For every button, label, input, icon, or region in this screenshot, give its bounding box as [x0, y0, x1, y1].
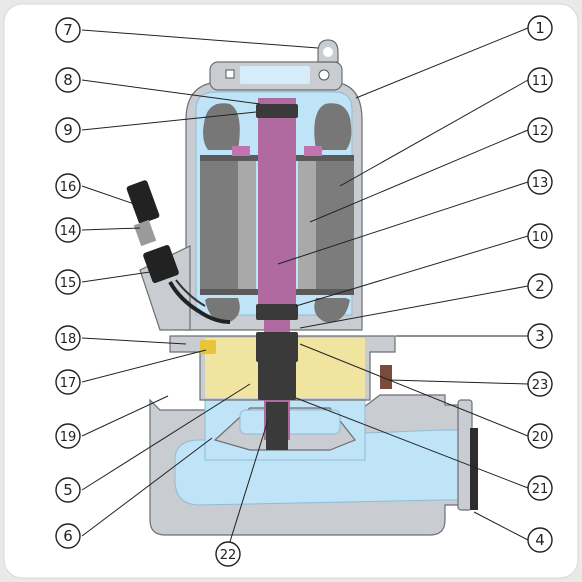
callout-15: 15 [55, 269, 81, 295]
callout-label-23: 23 [532, 378, 549, 393]
callout-6: 6 [55, 523, 81, 549]
callout-13: 13 [527, 169, 553, 195]
leader-4 [473, 511, 529, 541]
callout-3: 3 [527, 323, 553, 349]
leader-13 [277, 181, 529, 265]
leader-8 [81, 79, 261, 105]
callout-label-5: 5 [63, 481, 73, 499]
callout-19: 19 [55, 423, 81, 449]
leader-23 [389, 379, 529, 385]
callout-label-2: 2 [535, 277, 545, 295]
leader-12 [309, 129, 529, 223]
callout-11: 11 [527, 67, 553, 93]
callout-7: 7 [55, 17, 81, 43]
leader-17 [81, 349, 207, 383]
callout-label-10: 10 [532, 230, 549, 245]
callout-2: 2 [527, 273, 553, 299]
callout-label-13: 13 [532, 176, 549, 191]
stator [200, 103, 354, 323]
leader-9 [81, 111, 257, 131]
leader-10 [295, 235, 529, 307]
callout-label-14: 14 [60, 224, 77, 239]
callout-21: 21 [527, 475, 553, 501]
leader-22 [227, 419, 269, 549]
callout-labels: 7 8 9 16 14 15 18 17 19 5 6 22 1 11 12 1… [55, 15, 553, 567]
callout-5: 5 [55, 477, 81, 503]
leader-18 [81, 337, 187, 345]
callout-9: 9 [55, 117, 81, 143]
callout-10: 10 [527, 223, 553, 249]
callout-label-7: 7 [63, 21, 73, 39]
leader-11 [339, 79, 529, 187]
leader-21 [295, 397, 529, 489]
callout-22: 22 [215, 541, 241, 567]
callout-4: 4 [527, 527, 553, 553]
callout-12: 12 [527, 117, 553, 143]
callout-label-8: 8 [63, 71, 73, 89]
callout-label-19: 19 [60, 430, 77, 445]
callout-label-1: 1 [535, 19, 545, 37]
leader-15 [81, 271, 151, 283]
leader-19 [81, 395, 169, 437]
callout-18: 18 [55, 325, 81, 351]
callout-20: 20 [527, 423, 553, 449]
callout-14: 14 [55, 217, 81, 243]
leader-14 [81, 227, 141, 231]
callout-label-18: 18 [60, 332, 77, 347]
callout-label-3: 3 [535, 327, 545, 345]
callout-23: 23 [527, 371, 553, 397]
callout-17: 17 [55, 369, 81, 395]
callout-16: 16 [55, 173, 81, 199]
callout-label-22: 22 [220, 548, 237, 563]
leader-1 [355, 27, 529, 99]
leader-5 [81, 383, 251, 491]
leader-2 [299, 285, 529, 329]
callout-label-12: 12 [532, 124, 549, 139]
shaft [256, 98, 298, 450]
callout-label-21: 21 [532, 482, 549, 497]
leader-16 [81, 185, 141, 207]
callout-label-11: 11 [532, 74, 549, 89]
cable-entry [126, 180, 392, 389]
callout-label-6: 6 [63, 527, 73, 545]
callout-label-17: 17 [60, 376, 77, 391]
leader-20 [299, 343, 529, 437]
callout-1: 1 [527, 15, 553, 41]
callout-label-15: 15 [60, 276, 77, 291]
callout-label-4: 4 [535, 531, 545, 549]
leader-7 [81, 29, 319, 49]
callout-label-20: 20 [532, 430, 549, 445]
callout-8: 8 [55, 67, 81, 93]
callout-label-9: 9 [63, 121, 73, 139]
callout-label-16: 16 [60, 180, 77, 195]
leader-6 [81, 437, 213, 537]
